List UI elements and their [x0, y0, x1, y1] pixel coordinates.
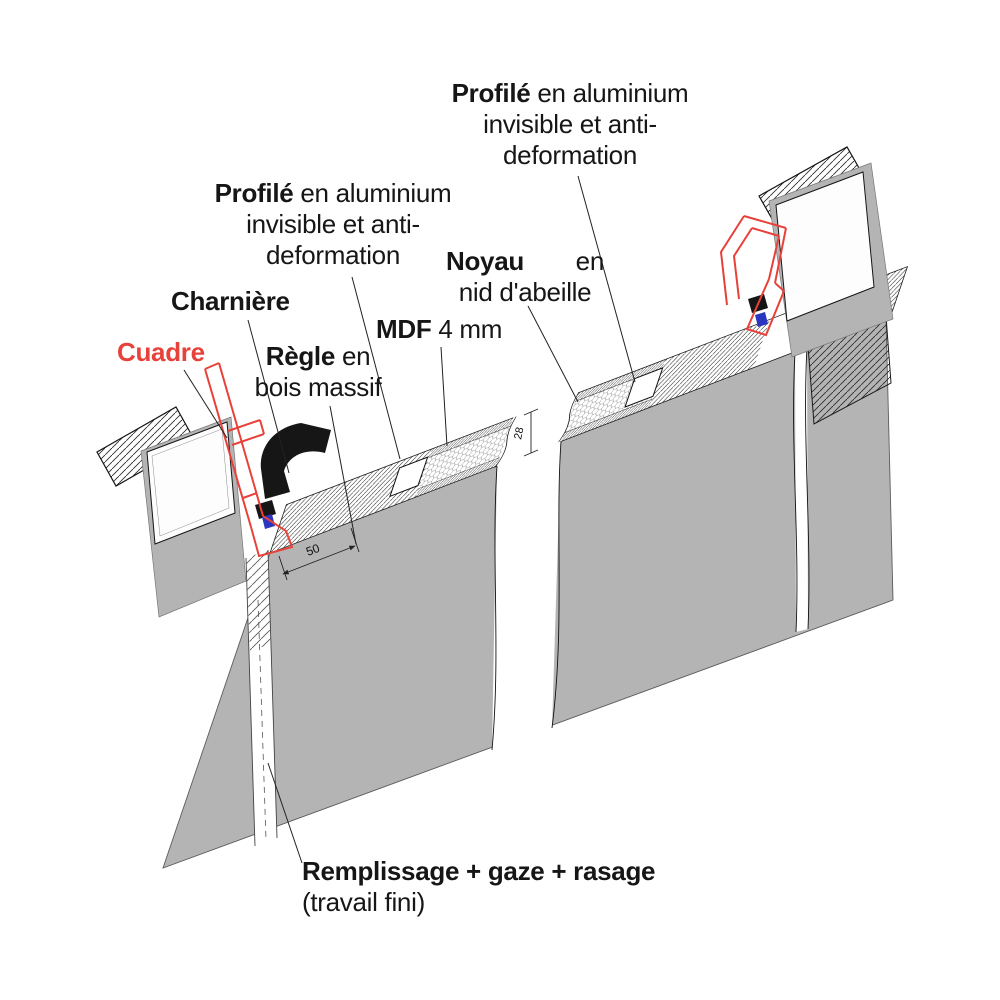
label-hinge-text: Charnière [171, 286, 290, 316]
label-core-line1: Noyau en [446, 246, 604, 277]
panel-break-gap-right [793, 346, 810, 633]
hinge-pin-blue-right [755, 312, 768, 327]
label-rule-l1: en [335, 341, 371, 371]
label-finish-rest: (travail fini) [302, 887, 425, 918]
mdf-skin-bottom-1 [415, 456, 502, 498]
door-assembly-right [719, 146, 894, 358]
leader-lines [183, 175, 636, 864]
skin-separator-lines [418, 367, 663, 489]
aluminium-profile-square-1 [389, 456, 429, 498]
leader-rule [329, 405, 357, 545]
label-core-line2: nid d'abeille [458, 277, 592, 308]
label-profile-left-bold: Profilé [214, 178, 294, 208]
leader-profile-left [351, 276, 401, 460]
label-hinge: Charnière [171, 286, 290, 317]
label-profile-top-l1: en aluminium [530, 78, 689, 108]
label-finish: Remplissage + gaze + rasage (travail fin… [302, 856, 656, 918]
dimension-28-label: 28 [512, 426, 526, 440]
label-frame-text: Cuadre [117, 337, 205, 367]
label-core-bold: Noyau [446, 246, 524, 276]
hinge-body [260, 423, 331, 499]
leader-profile-top [577, 175, 636, 383]
frame-profile-right [719, 215, 787, 337]
label-rule: Règle en bois massif [243, 341, 393, 403]
label-mdf: MDF 4 mm [376, 314, 502, 345]
joint-filling-band [245, 549, 278, 847]
mdf-skin-top-1 [429, 416, 516, 458]
label-profile-top-l3: deformation [503, 140, 637, 171]
label-profile-top-l2: invisible et anti- [483, 109, 657, 140]
door-face-left [146, 421, 236, 545]
leader-mdf [440, 346, 448, 447]
panel-break-gap-center [491, 440, 562, 751]
label-profile-top: Profilé en aluminium invisible et anti- … [420, 78, 720, 172]
label-profile-left: Profilé en aluminium invisible et anti- … [188, 178, 478, 272]
label-core-mid: en [575, 246, 605, 276]
leader-frame [183, 369, 228, 439]
door-face-right [775, 171, 875, 322]
leader-hinge [247, 319, 290, 474]
leader-finish [267, 762, 303, 864]
hatched-section-mid [649, 319, 771, 408]
label-rule-l2: bois massif [254, 372, 382, 403]
label-core: Noyau en nid d'abeille [446, 246, 604, 308]
dimension-50-label: 50 [304, 541, 322, 559]
label-finish-bold: Remplissage + gaze + rasage [302, 856, 656, 886]
label-profile-left-l2: invisible et anti- [246, 209, 420, 240]
mdf-skin-top-2 [574, 359, 666, 402]
label-rule-bold: Règle [265, 341, 336, 371]
label-profile-top-bold: Profilé [451, 78, 531, 108]
door-assembly-left [96, 362, 331, 618]
mdf-skin-bottom-2 [561, 399, 653, 442]
label-profile-left-l3: deformation [266, 240, 400, 271]
door-face-left-inner [151, 428, 230, 537]
label-mdf-rest: 4 mm [431, 314, 503, 344]
label-mdf-bold: MDF [376, 314, 432, 344]
dimension-50: 50 [278, 527, 360, 581]
label-profile-left-l1: en aluminium [293, 178, 452, 208]
honeycomb-core-section-1 [418, 424, 513, 490]
aluminium-profile-square-2 [624, 367, 664, 408]
label-frame: Cuadre [117, 337, 205, 368]
section-break-gap [494, 391, 580, 468]
dimension-28: 28 [512, 408, 539, 457]
wood-rule-section [270, 448, 433, 553]
leader-core [527, 305, 579, 403]
